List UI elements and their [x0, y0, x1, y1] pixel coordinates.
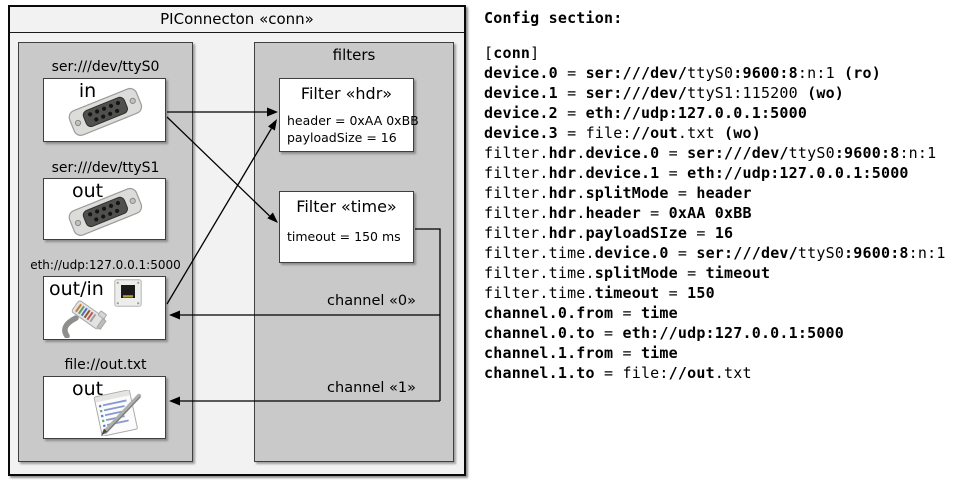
serial-connector-icon [68, 187, 143, 236]
config-line: filter.hdr.splitMode = header [484, 184, 752, 202]
device-box-file: out [43, 376, 166, 439]
config-line: channel.1.from = time [484, 344, 678, 362]
config-lines: [conn] device.0 = ser:///dev/ttyS0:9600:8… [484, 43, 962, 383]
config-line: filter.time.device.0 = ser:///dev/ttyS0:… [484, 244, 946, 262]
connector-diagram: PIConnecton «conn» ser:///dev/ttyS0 in [8, 5, 466, 476]
filter-prop: timeout = 150 ms [287, 229, 401, 244]
device-direction: in [78, 80, 97, 102]
filters-group: filters Filter «hdr» header = 0xAA 0xBB … [254, 42, 454, 462]
filter-title: Filter «time» [296, 197, 397, 216]
ethernet-cable-icon [62, 300, 107, 338]
config-line: filter.hdr.device.0 = ser:///dev/ttyS0:9… [484, 144, 937, 162]
device-direction: out [71, 180, 104, 202]
filter-box-time: Filter «time» timeout = 150 ms [279, 191, 414, 263]
config-line: [conn] [484, 44, 540, 62]
device-label-ttys0: ser:///dev/ttyS0 [51, 59, 160, 75]
device-direction: out [71, 378, 104, 400]
channel-1-label: channel «1» [327, 380, 416, 396]
diagram-title: PIConnecton «conn» [10, 7, 464, 33]
config-line: filter.time.splitMode = timeout [484, 264, 771, 282]
config-line: device.1 = ser:///dev/ttyS1:115200 (wo) [484, 84, 845, 102]
device-box-eth: out/in [43, 276, 166, 340]
config-line: channel.1.to = file://out.txt [484, 364, 752, 382]
device-direction: out/in [49, 278, 104, 300]
config-line: filter.time.timeout = 150 [484, 284, 715, 302]
config-line: device.0 = ser:///dev/ttyS0:9600:8:n:1 (… [484, 64, 881, 82]
notepad-icon [93, 390, 142, 436]
config-line: filter.hdr.device.1 = eth://udp:127.0.0.… [484, 164, 909, 182]
filter-title: Filter «hdr» [300, 84, 393, 103]
filter-box-hdr: Filter «hdr» header = 0xAA 0xBB payloadS… [279, 78, 419, 152]
config-section: Config section: [conn] device.0 = ser:///… [484, 8, 962, 383]
filter-prop: payloadSize = 16 [287, 130, 397, 145]
config-line: filter.hdr.header = 0xAA 0xBB [484, 204, 752, 222]
device-label-eth: eth://udp:127.0.0.1:5000 [30, 258, 181, 272]
device-box-ttys0: in [43, 78, 166, 142]
serial-connector-icon [68, 87, 143, 136]
config-line: channel.0.from = time [484, 304, 678, 322]
config-line: channel.0.to = eth://udp:127.0.0.1:5000 [484, 324, 845, 342]
device-label-ttys1: ser:///dev/ttyS1 [51, 160, 160, 176]
config-heading: Config section: [484, 9, 623, 27]
filters-group-title: filters [332, 46, 376, 64]
ethernet-jack-icon [114, 279, 142, 307]
config-line: device.3 = file://out.txt (wo) [484, 124, 761, 142]
devices-group: ser:///dev/ttyS0 in ser:///dev/ttyS1 o [18, 42, 193, 462]
device-label-file: file://out.txt [64, 357, 147, 373]
config-line: device.2 = eth://udp:127.0.0.1:5000 [484, 104, 808, 122]
filter-prop: header = 0xAA 0xBB [287, 113, 419, 128]
channel-0-label: channel «0» [327, 293, 416, 309]
device-box-ttys1: out [43, 178, 166, 240]
config-line: filter.hdr.payloadSIze = 16 [484, 224, 734, 242]
